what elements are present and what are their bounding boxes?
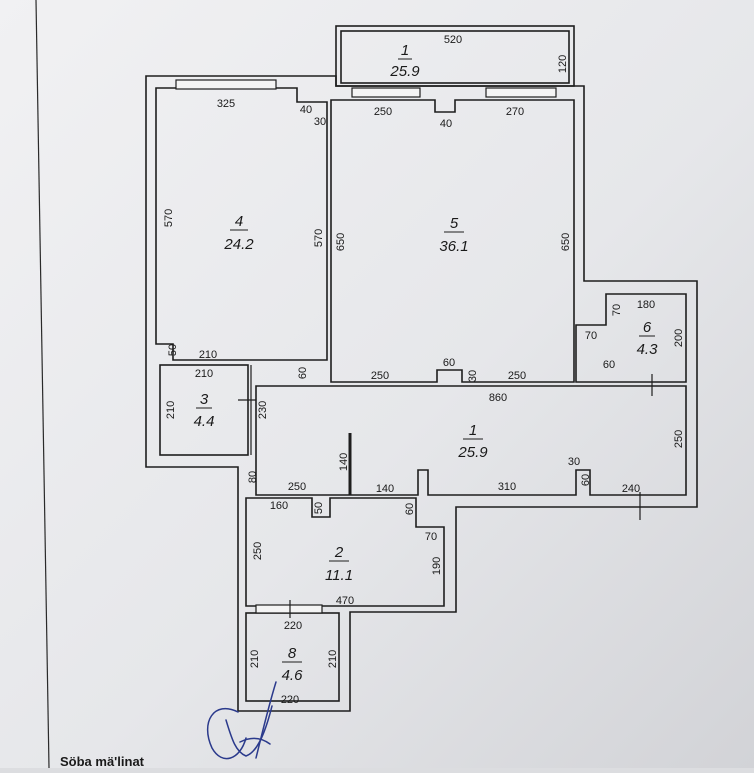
dim-r5-window-left: 250 <box>374 106 392 118</box>
room-6-area: 4.3 <box>637 341 659 358</box>
room-7-outline <box>335 25 575 87</box>
dim-r5-left: 650 <box>335 233 347 251</box>
dim-r2-left: 250 <box>252 542 264 560</box>
room-1-number: 1 <box>469 422 477 439</box>
dim-hall-bottom-c: 310 <box>498 481 516 493</box>
dim-r2-step-c: 70 <box>425 531 437 543</box>
room-8-number: 8 <box>288 645 297 662</box>
dim-r6-right: 200 <box>673 329 685 347</box>
dim-r8-right: 210 <box>327 650 339 668</box>
dim-r2-bottom: 470 <box>336 595 354 607</box>
dim-r4-right: 570 <box>313 229 325 247</box>
dim-r4-top: 325 <box>217 98 235 110</box>
room-label-3: 3 4.4 <box>194 391 215 430</box>
dim-r3-left: 210 <box>165 401 177 419</box>
dim-r2-top: 160 <box>270 500 288 512</box>
room-5-window-right <box>485 87 557 98</box>
dim-r6-bottom: 60 <box>603 359 615 371</box>
room-8-window <box>255 604 323 614</box>
room-4-window <box>175 79 277 90</box>
dim-r4-step: 50 <box>167 344 179 356</box>
dim-hall-bottom-a: 250 <box>288 481 306 493</box>
dim-r4-corner-a: 40 <box>300 104 312 116</box>
room-6-outline <box>575 293 687 383</box>
signature <box>207 681 277 760</box>
room-8-area: 4.6 <box>282 667 304 684</box>
room-3-area: 4.4 <box>194 413 215 430</box>
room-5-outline <box>330 99 575 383</box>
room-2-area: 11.1 <box>325 567 353 584</box>
dim-r6-top: 180 <box>637 299 655 311</box>
room-5-window-left <box>351 87 421 98</box>
dim-r6-notch-b: 70 <box>585 330 597 342</box>
dim-r7-width: 520 <box>444 34 462 46</box>
dim-r6-notch-a: 70 <box>611 304 623 316</box>
dim-r8-top: 220 <box>284 620 302 632</box>
dim-r4-left: 570 <box>163 209 175 227</box>
dim-r5-pier: 40 <box>440 118 452 130</box>
room-4-outline <box>155 87 328 361</box>
footer-text: Söba mä'linat <box>60 754 145 768</box>
dim-r7-height: 120 <box>557 55 569 73</box>
room-7-number: 1 <box>401 42 409 59</box>
room-label-7: 1 25.9 <box>389 42 420 80</box>
room-3-number: 3 <box>200 391 209 408</box>
dim-r2-step-b: 60 <box>404 503 416 515</box>
dim-hall-door: 240 <box>622 483 640 495</box>
dim-r8-bottom: 220 <box>281 694 299 706</box>
room-4-number: 4 <box>235 213 243 230</box>
dim-r5-step-a: 60 <box>443 357 455 369</box>
dim-r5-bottom-left: 250 <box>371 370 389 382</box>
room-6-number: 6 <box>643 319 652 336</box>
room-label-4: 4 24.2 <box>223 213 254 253</box>
room-label-1: 1 1 25.9 <box>457 422 488 461</box>
dim-r3-top: 210 <box>195 368 213 380</box>
room-2-number: 2 <box>334 544 344 561</box>
dim-r3-right: 230 <box>257 401 269 419</box>
room-7-area: 25.9 <box>389 63 420 80</box>
dim-hall-top: 860 <box>489 392 507 404</box>
dim-hall-top-left: 60 <box>297 367 309 379</box>
room-3-outline <box>159 364 249 456</box>
dim-hall-partition: 140 <box>338 453 350 471</box>
margin-line <box>35 0 50 769</box>
room-label-6: 6 4.3 <box>637 319 659 358</box>
room-label-5: 5 36.1 <box>439 215 468 255</box>
room-2-outline <box>245 497 445 607</box>
dim-r5-step-b: 30 <box>467 370 479 382</box>
dim-r2-right: 190 <box>431 557 443 575</box>
dim-hall-notch-a: 30 <box>568 456 580 468</box>
room-1-area: 25.9 <box>457 444 488 461</box>
room-5-number: 5 <box>450 215 459 232</box>
room-1-outline <box>255 385 687 496</box>
dim-r2-step-a: 50 <box>313 502 325 514</box>
dim-r5-bottom-right: 250 <box>508 370 526 382</box>
room-label-8: 8 4.6 <box>282 645 304 684</box>
room-label-2: 2 11.1 <box>325 544 353 584</box>
room-5-area: 36.1 <box>439 238 468 255</box>
room-7-inner <box>340 30 570 84</box>
dim-hall-notch-b: 60 <box>580 474 592 486</box>
dim-r8-left: 210 <box>249 650 261 668</box>
dim-r4-bottom: 210 <box>199 349 217 361</box>
dim-r5-window-right: 270 <box>506 106 524 118</box>
dim-hall-bottom-b: 140 <box>376 483 394 495</box>
dim-r5-right: 650 <box>560 233 572 251</box>
dim-hall-right: 250 <box>673 430 685 448</box>
dim-hall-step-left: 80 <box>247 471 259 483</box>
room-4-area: 24.2 <box>223 236 254 253</box>
dim-r4-corner-b: 30 <box>314 116 326 128</box>
